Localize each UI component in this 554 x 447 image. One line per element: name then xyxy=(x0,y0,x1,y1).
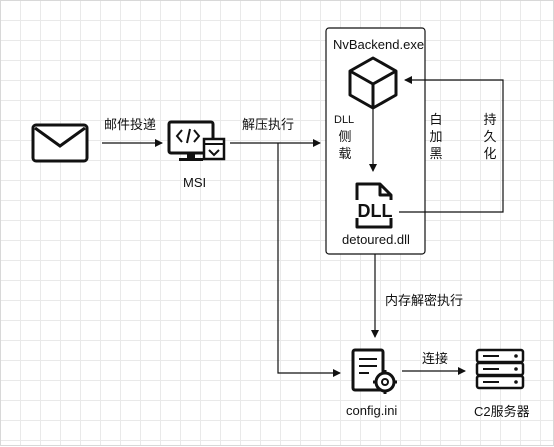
edge-label-dll: DLL xyxy=(334,114,355,126)
edge-label-connect: 连接 xyxy=(422,351,449,366)
edge-label-sideload: 侧载 xyxy=(338,129,352,161)
edge-label-memory-decrypt: 内存解密执行 xyxy=(385,293,464,308)
svg-text:DLL: DLL xyxy=(358,201,393,221)
node-label-config: config.ini xyxy=(346,403,398,418)
edge-label-email-delivery: 邮件投递 xyxy=(104,117,157,132)
config-file-gear-icon xyxy=(351,348,397,394)
edge-label-extract-execute: 解压执行 xyxy=(242,117,295,132)
edge-label-whitelist: 白加黑 xyxy=(429,112,443,161)
node-label-detoured: detoured.dll xyxy=(342,232,410,247)
server-icon xyxy=(475,348,525,390)
installer-monitor-icon xyxy=(167,120,226,161)
node-label-c2: C2服务器 xyxy=(474,404,530,419)
dll-file-icon: DLL xyxy=(352,182,398,229)
edge-msi-to-config xyxy=(277,143,341,377)
edge-persistence xyxy=(399,76,504,213)
cube-icon xyxy=(348,56,398,110)
node-label-nvbackend: NvBackend.exe xyxy=(333,37,425,52)
node-label-msi: MSI xyxy=(183,175,207,190)
envelope-icon xyxy=(31,123,89,163)
edge-label-persistence: 持久化 xyxy=(483,112,497,161)
